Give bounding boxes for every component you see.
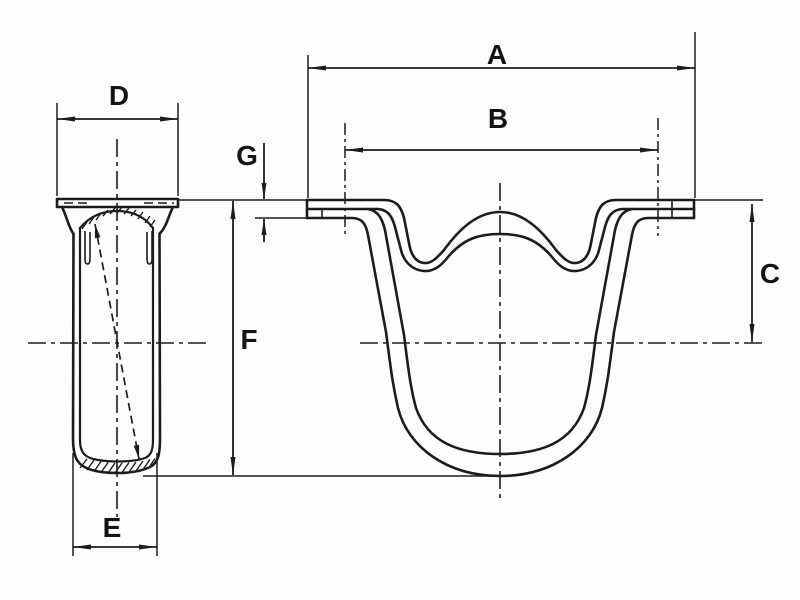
- saddle-dome-outer: [305, 198, 696, 265]
- dim-label-d: D: [109, 80, 129, 111]
- dim-b-arrow-right: [640, 147, 658, 153]
- hatching-bottom: [79, 458, 156, 474]
- dim-label-f: F: [240, 324, 257, 355]
- dimension-a: A: [307, 32, 696, 198]
- dim-b-arrow-left: [345, 147, 363, 153]
- dimension-g: G: [236, 140, 267, 242]
- plate-outline: [55, 197, 180, 209]
- dim-label-c: C: [760, 258, 780, 289]
- dim-label-g: G: [236, 140, 258, 171]
- dimension-c: C: [749, 204, 780, 342]
- saddle-dome-inner: [305, 207, 696, 273]
- dim-a-arrow-left: [308, 65, 326, 71]
- dim-a-arrow-right: [677, 65, 695, 71]
- dim-g-arrow-down: [261, 183, 267, 199]
- dim-label-b: B: [488, 103, 508, 134]
- dim-e-ext-lines: [72, 453, 158, 556]
- groove-channel-right: [146, 231, 153, 265]
- hatching-top: [81, 206, 156, 230]
- dim-e-arrow-left: [73, 544, 91, 550]
- dim-c-arrow-top: [749, 204, 755, 222]
- dim-d-arrow-left: [57, 116, 75, 122]
- dim-g-arrow-up: [261, 219, 267, 235]
- front-view: [305, 183, 766, 500]
- dim-f-arrow-bottom: [230, 457, 236, 475]
- tab-end-caps: [305, 198, 696, 220]
- dim-a-ext-lines: [307, 32, 696, 198]
- dim-f-arrow-top: [230, 201, 236, 219]
- dimension-b: B: [344, 103, 659, 236]
- dimension-e: E: [72, 453, 158, 556]
- dim-d-arrow-right: [160, 116, 178, 122]
- dimension-f: F: [230, 201, 258, 475]
- dim-label-e: E: [103, 512, 122, 543]
- dim-label-a: A: [487, 39, 507, 70]
- reference-lines: [143, 199, 763, 477]
- dim-e-arrow-right: [139, 544, 157, 550]
- dim-b-ext-lines: [344, 118, 659, 236]
- dimension-d: D: [56, 80, 179, 196]
- plate-fillets: [60, 205, 175, 236]
- dim-c-arrow-bottom: [749, 324, 755, 342]
- groove-channel-left: [84, 231, 91, 265]
- side-section-view: [28, 139, 210, 517]
- tab-dividers: [321, 200, 673, 218]
